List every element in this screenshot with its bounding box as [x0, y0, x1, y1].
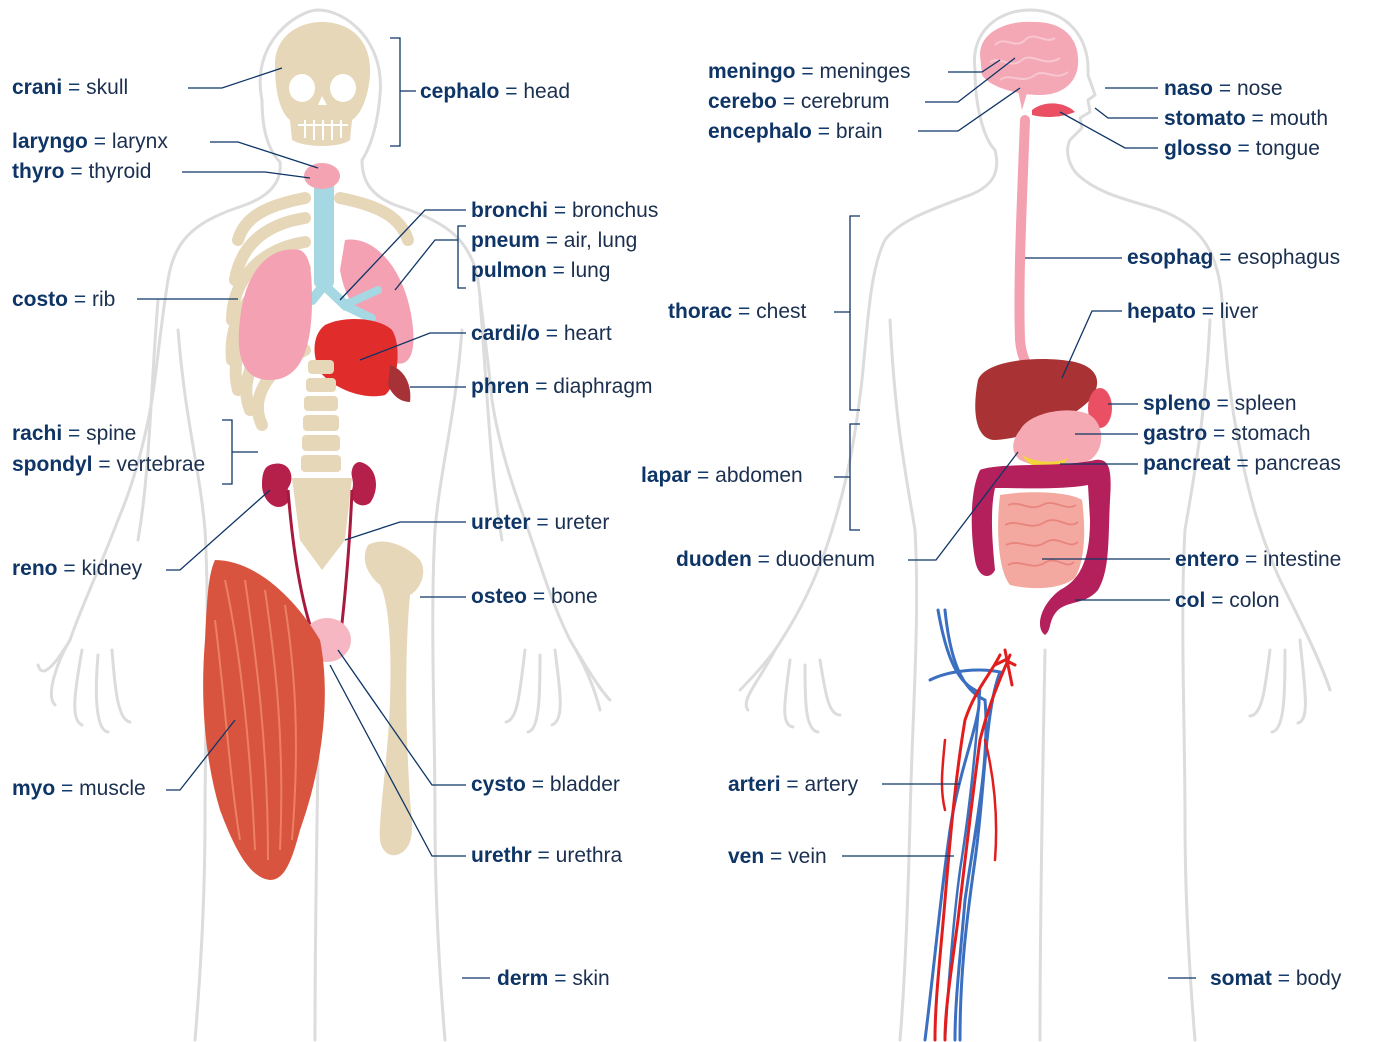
esophagus [1019, 120, 1050, 385]
label-gastro: gastro = stomach [1143, 422, 1311, 446]
tongue [1032, 103, 1075, 117]
label-naso: naso = nose [1164, 77, 1283, 101]
label-encephalo: encephalo = brain [708, 120, 883, 144]
brainstem [1018, 90, 1028, 110]
label-pulmon: pulmon = lung [471, 259, 610, 283]
label-laryngo: laryngo = larynx [12, 130, 168, 154]
label-thyro: thyro = thyroid [12, 160, 151, 184]
label-glosso: glosso = tongue [1164, 137, 1320, 161]
label-spleno: spleno = spleen [1143, 392, 1297, 416]
label-stomato: stomato = mouth [1164, 107, 1328, 131]
label-pneum: pneum = air, lung [471, 229, 637, 253]
left-kidney [262, 464, 291, 508]
label-meningo: meningo = meninges [708, 60, 911, 84]
label-ureter: ureter = ureter [471, 511, 609, 535]
label-somat: somat = body [1210, 967, 1341, 991]
right-kidney [351, 462, 376, 505]
label-spondyl: spondyl = vertebrae [12, 453, 205, 477]
label-col: col = colon [1175, 589, 1280, 613]
label-esophag: esophag = esophagus [1127, 246, 1340, 270]
label-pancreat: pancreat = pancreas [1143, 452, 1341, 476]
label-lapar: lapar = abdomen [641, 464, 803, 488]
label-duoden: duoden = duodenum [676, 548, 875, 572]
label-reno: reno = kidney [12, 557, 142, 581]
diaphragm [388, 365, 410, 402]
thyroid [304, 163, 340, 189]
label-derm: derm = skin [497, 967, 610, 991]
label-cardio: cardi/o = heart [471, 322, 612, 346]
label-cysto: cysto = bladder [471, 773, 620, 797]
label-urethr: urethr = urethra [471, 844, 622, 868]
label-entero: entero = intestine [1175, 548, 1341, 572]
label-bronchi: bronchi = bronchus [471, 199, 658, 223]
label-cephalo: cephalo = head [420, 80, 570, 104]
label-ven: ven = vein [728, 845, 827, 869]
spine [292, 360, 352, 570]
femur [365, 541, 423, 855]
label-arteri: arteri = artery [728, 773, 858, 797]
label-osteo: osteo = bone [471, 585, 598, 609]
label-thorac: thorac = chest [668, 300, 806, 324]
label-hepato: hepato = liver [1127, 300, 1258, 324]
blood-vessels [925, 610, 1015, 1040]
label-phren: phren = diaphragm [471, 375, 653, 399]
label-cerebo: cerebo = cerebrum [708, 90, 890, 114]
label-rachi: rachi = spine [12, 422, 136, 446]
skull [275, 22, 370, 146]
label-crani: crani = skull [12, 76, 128, 100]
label-myo: myo = muscle [12, 777, 146, 801]
label-costo: costo = rib [12, 288, 115, 312]
